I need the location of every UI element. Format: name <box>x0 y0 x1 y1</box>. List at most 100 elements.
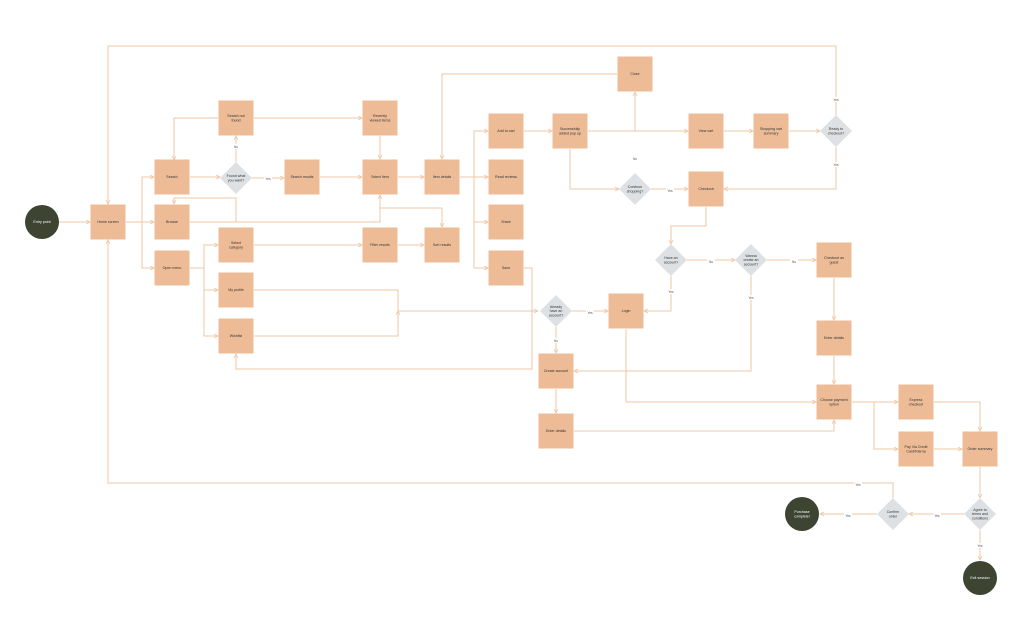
edge-label-bg <box>707 259 715 264</box>
edge-label-bg <box>666 188 674 193</box>
process-box <box>154 159 190 195</box>
connector-41 <box>644 276 672 311</box>
edge-label-bg <box>790 259 798 264</box>
edge-label-yes: Yes <box>587 311 593 315</box>
edge-label-bg <box>264 176 272 181</box>
connector-21 <box>254 311 398 337</box>
process-box <box>898 431 934 467</box>
edge-label-bg <box>832 162 840 167</box>
node-login: Login <box>608 293 644 329</box>
edge-label-bg <box>667 289 675 294</box>
node-sort-results: Sort results <box>424 227 460 263</box>
edge-label-bg <box>976 543 984 548</box>
node-label: Login <box>622 309 631 313</box>
connector-56 <box>108 240 894 498</box>
node-create-account: Create account <box>538 353 574 389</box>
decision-diamond <box>820 115 852 147</box>
node-wishlist: Wishlist <box>218 318 254 354</box>
node-label: Search <box>166 175 177 179</box>
edge-label-bg <box>552 338 560 343</box>
node-search-results: Search results <box>284 159 320 195</box>
node-label: Close <box>630 72 639 76</box>
edge-label-bg <box>586 310 594 315</box>
node-label: Filter results <box>370 243 390 247</box>
node-home: Home screen <box>90 204 126 240</box>
node-order-summary: Order summary <box>962 431 998 467</box>
connector-36 <box>671 207 707 244</box>
process-box <box>816 384 852 420</box>
process-box <box>362 227 398 263</box>
connector-17 <box>203 268 218 336</box>
edge-label-bg <box>631 156 639 161</box>
edge-label-yes: Yes <box>934 514 940 518</box>
process-box <box>617 56 653 92</box>
decision-diamond <box>877 498 909 530</box>
process-box <box>488 159 524 195</box>
process-box <box>218 272 254 308</box>
edge-label-no: No <box>709 260 713 264</box>
node-exit-session: Exit session <box>963 561 997 595</box>
node-save: Save <box>488 250 524 286</box>
process-box <box>218 318 254 354</box>
connector-50 <box>873 402 898 449</box>
node-label: My profile <box>228 288 244 292</box>
node-enter-details-guest: Enter details <box>816 320 852 356</box>
process-box <box>154 204 190 240</box>
node-label: Save <box>502 266 510 270</box>
node-filter-results: Filter results <box>362 227 398 263</box>
connector-24 <box>473 177 488 222</box>
connector-15 <box>190 245 218 269</box>
node-open-menu: Open menu <box>154 250 190 286</box>
edges-layer <box>56 45 980 560</box>
edge-label-yes: Yes <box>833 98 839 102</box>
process-box <box>552 113 588 149</box>
node-share: Share <box>488 204 524 240</box>
edge-label-bg <box>933 513 941 518</box>
connector-7 <box>174 117 218 160</box>
decision-diamond <box>964 498 996 530</box>
edge-label-yes: Yes <box>667 189 673 193</box>
terminal-circle <box>963 561 997 595</box>
node-view-cart: View cart <box>688 113 724 149</box>
node-entry: Entry point <box>25 205 59 239</box>
edge-label-bg <box>747 295 755 300</box>
node-label: Enter details <box>824 336 844 340</box>
process-box <box>90 204 126 240</box>
node-label: Browse <box>166 220 178 224</box>
node-item-details: Item details <box>424 159 460 195</box>
connector-51 <box>934 401 980 431</box>
connector-47 <box>574 420 834 432</box>
node-close: Close <box>617 56 653 92</box>
connector-30 <box>569 149 619 189</box>
decision-diamond <box>619 173 651 205</box>
decision-diamond <box>220 162 252 194</box>
node-add-to-cart: Add to cart <box>488 113 524 149</box>
node-label: Exit session <box>970 576 989 580</box>
edge-label-yes: Yes <box>265 177 271 181</box>
process-box <box>488 204 524 240</box>
process-box <box>488 113 524 149</box>
connector-16 <box>203 268 218 290</box>
